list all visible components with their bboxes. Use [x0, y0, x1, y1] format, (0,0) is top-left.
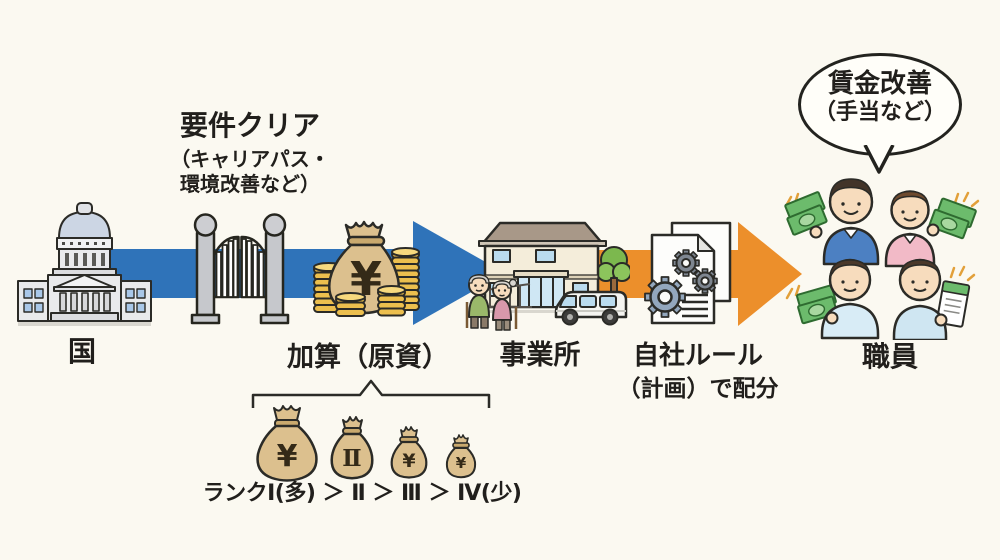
rule-label-line1: 自社ルール	[632, 341, 763, 371]
svg-text:¥: ¥	[277, 439, 298, 474]
bubble-line1: 賃金改善	[827, 69, 932, 99]
person-front-right	[892, 258, 948, 340]
requirement-subtitle-line1: （キャリアパス・	[170, 147, 330, 171]
svg-text:¥: ¥	[402, 450, 415, 472]
rank-bracket	[251, 379, 491, 408]
requirement-subtitle-line2: 環境改善など）	[180, 172, 320, 196]
rule-label: 自社ルール （計画）で配分	[613, 341, 783, 402]
government-building-icon	[17, 202, 152, 326]
rank-bag-icon: ¥	[256, 405, 318, 482]
coin-stack-icon	[335, 292, 366, 317]
rank-bag-icon: ¥	[390, 426, 428, 479]
rule-documents-icon	[644, 221, 732, 325]
person-back-left	[809, 178, 880, 266]
coin-stack-icon	[377, 285, 406, 317]
banknote-icon	[796, 284, 838, 325]
rank-caption: ランクⅠ(多) ＞ Ⅱ ＞ Ⅲ ＞ Ⅳ(少)	[202, 481, 522, 506]
rank-bag-icon: ¥	[445, 434, 477, 479]
van-icon	[554, 290, 628, 326]
money-bag-icon: ¥	[313, 220, 420, 317]
speech-bubble-tail	[863, 145, 895, 174]
banknote-icon	[928, 197, 977, 240]
requirement-subtitle: （キャリアパス・ 環境改善など）	[135, 147, 365, 197]
staff-label: 職員	[861, 340, 918, 373]
bubble-line2: （手当など）	[813, 100, 946, 125]
person-front-left	[820, 258, 880, 340]
speech-bubble: 賃金改善 （手当など）	[798, 53, 962, 156]
orange-flow-arrow-head	[738, 222, 802, 326]
government-label: 国	[67, 335, 96, 368]
staff-group-icon	[784, 178, 980, 340]
gate-icon	[190, 213, 290, 325]
person-back-right	[884, 190, 940, 268]
addition-label: 加算（原資）	[287, 342, 449, 373]
rank-bags: ¥ Ⅱ ¥ ¥	[256, 405, 477, 482]
sparkle-icon	[949, 265, 976, 282]
gear-icon	[692, 268, 718, 294]
requirement-title: 要件クリア	[179, 109, 320, 142]
gear-icon	[672, 249, 700, 277]
office-label: 事業所	[499, 340, 581, 371]
svg-text:Ⅱ: Ⅱ	[342, 445, 361, 472]
svg-text:¥: ¥	[456, 454, 467, 472]
sparkle-icon	[953, 191, 980, 208]
office-building-icon	[465, 221, 630, 331]
rank-bag-icon: Ⅱ	[330, 416, 374, 480]
elderly-couple-icon	[465, 274, 518, 331]
payslip-icon	[935, 280, 971, 328]
banknote-icon	[784, 191, 828, 236]
gear-icon	[644, 276, 686, 318]
rule-label-line2: （計画）で配分	[617, 375, 779, 402]
